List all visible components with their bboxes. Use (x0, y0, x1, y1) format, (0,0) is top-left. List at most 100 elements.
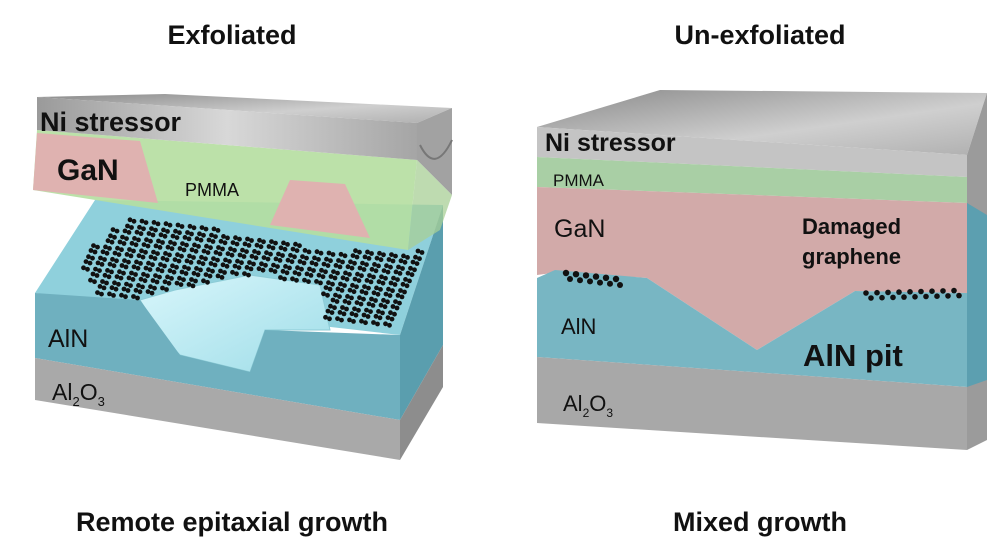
carbon-atom (299, 266, 304, 272)
carbon-atom (153, 227, 158, 233)
carbon-atom (176, 258, 182, 264)
carbon-atom (402, 259, 408, 265)
carbon-atom (401, 253, 406, 259)
carbon-atom (209, 232, 214, 238)
carbon-atom (190, 283, 196, 289)
carbon-atom (99, 291, 104, 297)
carbon-atom (153, 243, 159, 249)
carbon-atom (912, 294, 918, 300)
carbon-atom (165, 229, 170, 234)
carbon-atom (112, 280, 117, 286)
carbon-atom (131, 264, 137, 270)
carbon-atom (201, 278, 206, 284)
carbon-atom (355, 271, 360, 277)
carbon-atom (162, 233, 168, 239)
carbon-atom (261, 239, 266, 245)
carbon-atom (400, 266, 405, 271)
carbon-atom (155, 267, 161, 272)
carbon-atom (284, 270, 290, 276)
carbon-atom (107, 261, 113, 267)
carbon-atom (419, 250, 425, 255)
carbon-atom (256, 250, 261, 256)
carbon-atom (109, 285, 115, 291)
carbon-atom (182, 264, 187, 270)
carbon-atom (376, 279, 382, 285)
carbon-atom (170, 233, 176, 239)
ni-side-face (417, 108, 452, 195)
aln-side-strip (967, 203, 987, 387)
carbon-atom (173, 228, 178, 234)
carbon-atom (234, 271, 239, 277)
carbon-atom (314, 279, 319, 284)
carbon-atom (323, 314, 328, 320)
right-ni-label: Ni stressor (545, 129, 676, 157)
carbon-atom (148, 238, 153, 244)
carbon-atom (345, 294, 350, 299)
carbon-atom (309, 260, 315, 266)
carbon-atom (945, 293, 951, 299)
carbon-atom (337, 310, 343, 315)
carbon-atom (345, 264, 351, 270)
carbon-atom (213, 250, 219, 255)
carbon-atom (353, 248, 358, 254)
carbon-atom (617, 282, 623, 288)
carbon-atom (582, 272, 590, 279)
carbon-atom (607, 280, 613, 287)
carbon-atom (149, 226, 154, 232)
carbon-atom (131, 294, 136, 299)
carbon-atom (116, 252, 122, 257)
carbon-atom (211, 256, 216, 261)
carbon-atom (342, 283, 347, 288)
carbon-atom (280, 253, 285, 258)
carbon-atom (379, 274, 384, 280)
carbon-atom (208, 261, 214, 266)
carbon-atom (147, 267, 153, 272)
carbon-atom (327, 316, 332, 322)
carbon-atom (359, 318, 364, 324)
right-gan-label: GaN (554, 215, 605, 243)
carbon-atom (276, 251, 281, 257)
carbon-atom (189, 231, 194, 237)
carbon-atom (139, 218, 145, 224)
carbon-atom (117, 269, 122, 275)
carbon-atom (114, 274, 120, 279)
carbon-atom (191, 225, 197, 231)
carbon-atom (229, 252, 235, 258)
carbon-atom (152, 285, 157, 291)
carbon-atom (237, 236, 242, 242)
carbon-atom (162, 279, 168, 285)
carbon-atom (358, 301, 364, 307)
carbon-atom (112, 234, 117, 240)
carbon-atom (246, 272, 251, 278)
carbon-atom (332, 275, 338, 281)
carbon-atom (127, 217, 133, 223)
carbon-atom (134, 229, 140, 235)
carbon-atom (241, 254, 247, 259)
carbon-atom (277, 258, 283, 263)
carbon-atom (181, 247, 187, 253)
carbon-atom (92, 249, 98, 255)
carbon-atom (359, 273, 364, 279)
carbon-atom (404, 283, 410, 289)
carbon-atom (417, 256, 422, 262)
carbon-atom (115, 245, 120, 251)
carbon-atom (136, 237, 141, 243)
carbon-atom (145, 289, 151, 294)
carbon-atom (302, 277, 307, 283)
right-panel: Un-exfoliated Ni stressor PMMA GaN Damag… (537, 20, 987, 537)
carbon-atom (380, 280, 386, 286)
carbon-atom (373, 268, 379, 274)
carbon-atom (146, 260, 151, 266)
carbon-atom (282, 276, 287, 282)
carbon-atom (340, 275, 346, 281)
carbon-atom (265, 256, 271, 262)
carbon-atom (160, 255, 166, 261)
carbon-atom (216, 245, 221, 250)
carbon-atom (254, 242, 260, 248)
carbon-atom (275, 264, 280, 269)
carbon-atom (91, 243, 96, 249)
carbon-atom (128, 253, 134, 259)
carbon-atom (187, 223, 193, 229)
carbon-atom (390, 258, 396, 264)
carbon-atom (370, 303, 376, 308)
